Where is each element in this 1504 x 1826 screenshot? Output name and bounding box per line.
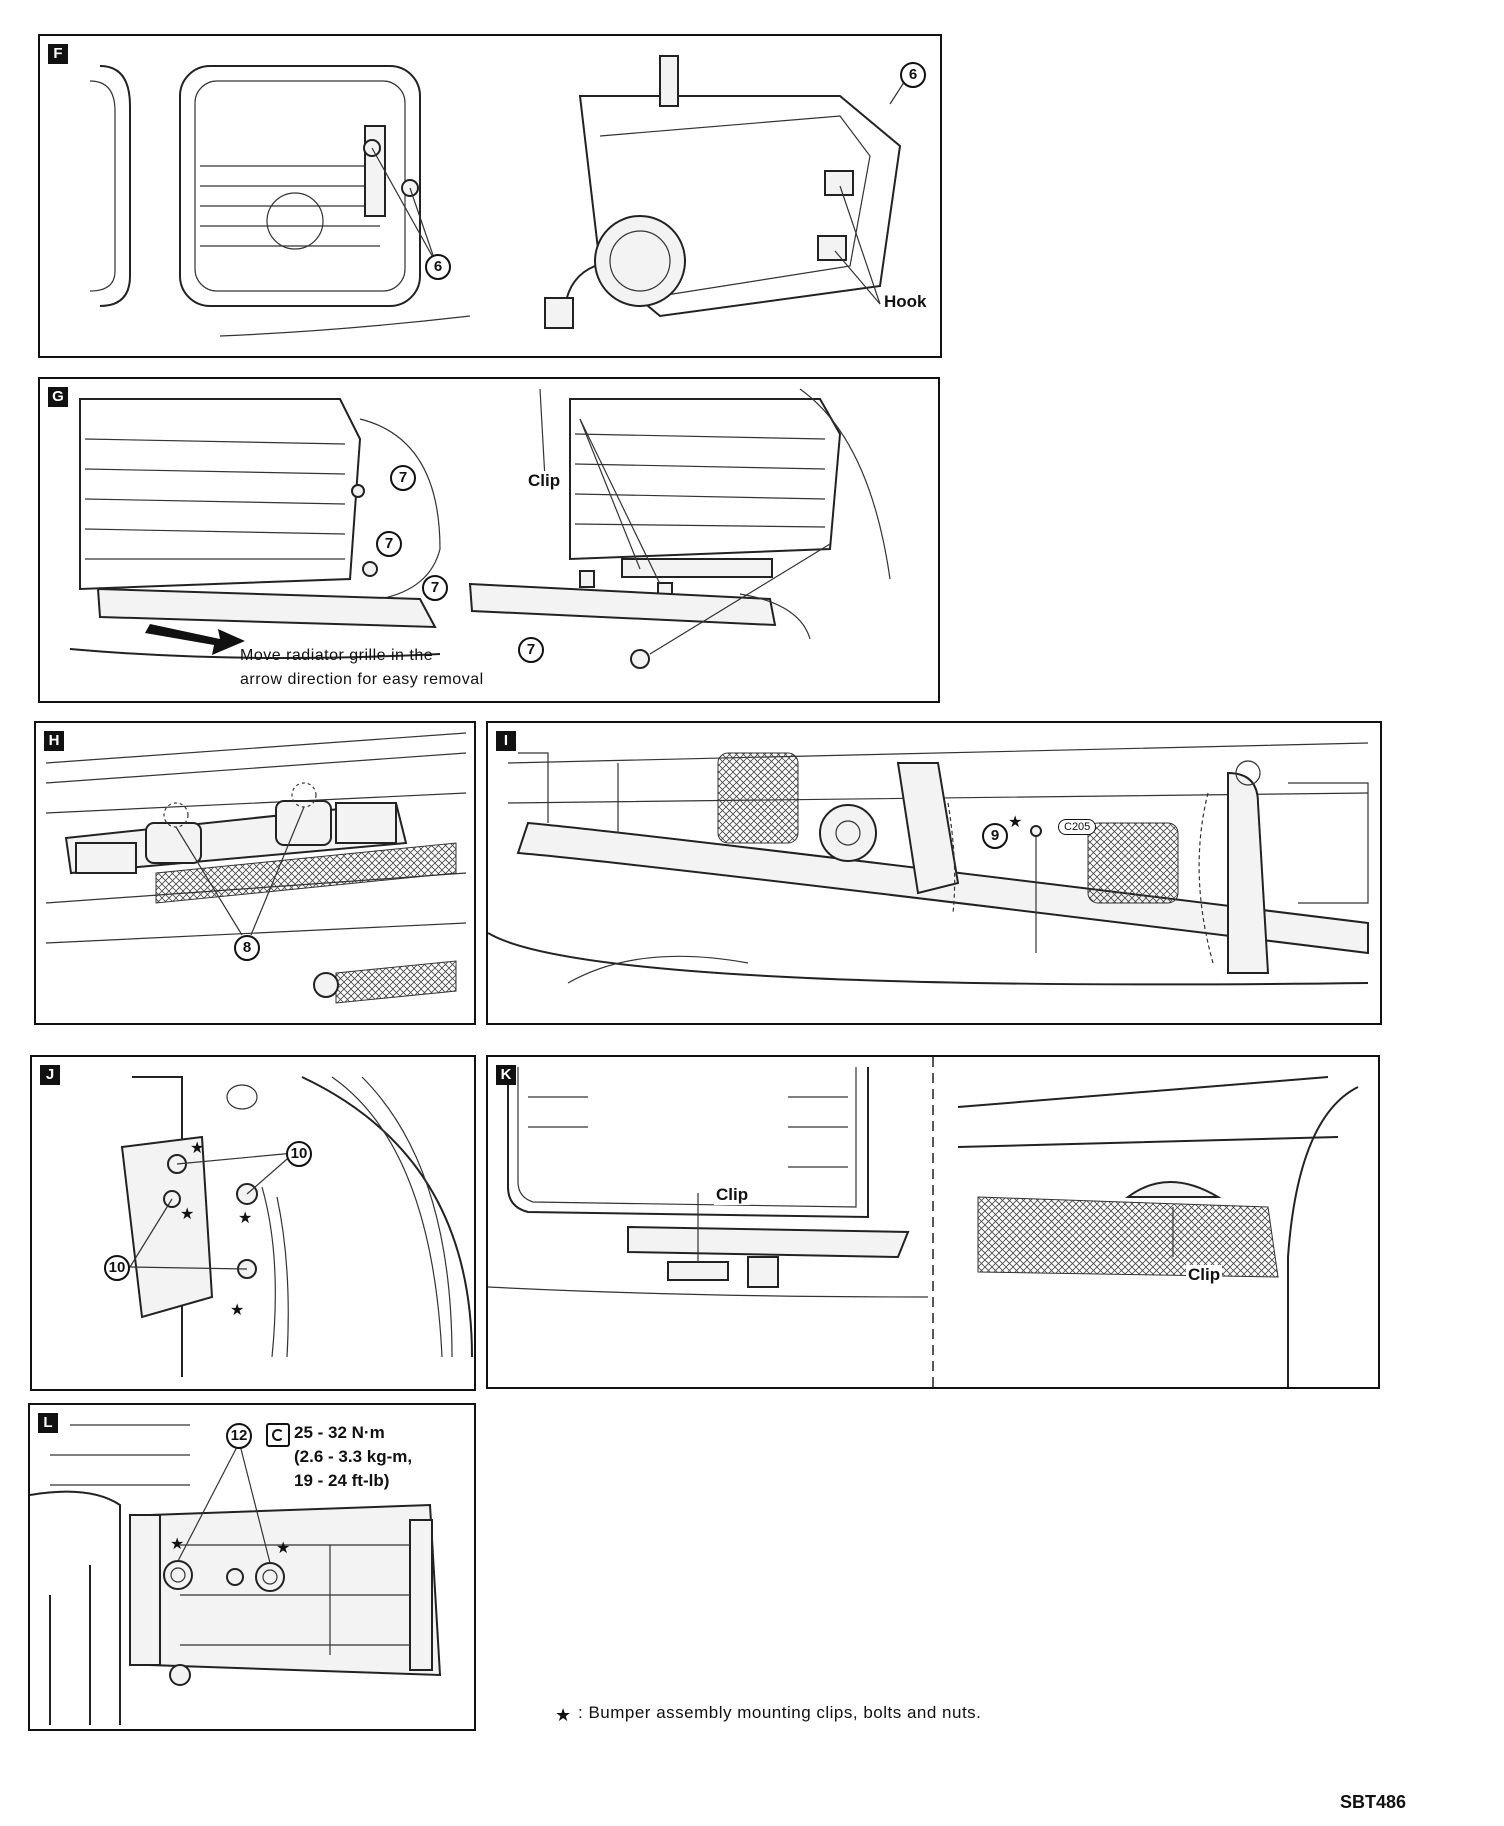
panel-f: F 6 6 Hook [38,34,942,358]
callout-6-lamp: 6 [900,62,926,88]
panel-i-letter: I [496,731,516,751]
grille-note-line2: arrow direction for easy removal [240,671,484,688]
panel-j-drawing [120,1076,473,1377]
clip-label-g: Clip [526,471,563,491]
star-bolt-2: ★ [180,1206,195,1223]
star-bolt-1: ★ [190,1140,205,1157]
panel-f-letter: F [48,44,68,64]
panel-g-drawing [69,388,891,669]
panel-g: G 7 7 7 7 Clip Move radiator grille in t… [38,377,940,703]
clip-star-marker: ★ [1008,814,1023,831]
panel-l: L 12 25 - 32 N·m (2.6 - 3.3 kg-m, 19 - 2… [28,1403,476,1731]
star-nut-left: ★ [170,1536,185,1553]
callout-8: 8 [234,935,260,961]
panel-l-letter: L [38,1413,58,1433]
hook-label: Hook [882,292,929,312]
callout-7-bolt-lower: 7 [376,531,402,557]
panel-g-letter: G [48,387,68,407]
legend-star: ★ [555,1705,572,1725]
callout-12: 12 [226,1423,252,1449]
grille-note-line1: Move radiator grille in the [240,647,434,664]
panel-h-drawing [45,732,467,1004]
star-nut-right: ★ [276,1540,291,1557]
figure-code: SBT486 [1340,1792,1407,1812]
callout-7-grille-right: 7 [518,637,544,663]
callout-10-upper: 10 [286,1141,312,1167]
torque-wrench-icon [266,1423,290,1447]
star-bolt-3: ★ [238,1210,253,1227]
star-bolt-4: ★ [230,1302,245,1319]
panel-j-letter: J [40,1065,60,1085]
clip-label-k-right: Clip [1186,1265,1223,1285]
callout-7-bolt-upper: 7 [390,465,416,491]
clip-label-k-left: Clip [714,1185,751,1205]
panel-h-letter: H [44,731,64,751]
torque-spec-ftlb: 19 - 24 ft-lb) [294,1471,390,1490]
torque-spec-kgm: (2.6 - 3.3 kg-m, [294,1447,413,1466]
panel-f-drawing [89,55,909,337]
legend-text: : Bumper assembly mounting clips, bolts … [578,1703,982,1722]
connector-code-badge: C205 [1058,819,1097,835]
callout-7-grille-left: 7 [422,575,448,601]
panel-l-drawing [30,1424,442,1725]
callout-9: 9 [982,823,1008,849]
panel-i-drawing [488,742,1369,986]
torque-spec-nm: 25 - 32 N·m [294,1423,385,1442]
panel-j: J 10 10 ★ ★ ★ ★ [30,1055,476,1391]
callout-10-lower: 10 [104,1255,130,1281]
panel-k: K Clip Clip [486,1055,1380,1389]
panel-i: I 9 ★ C205 [486,721,1382,1025]
panel-h: H 8 [34,721,476,1025]
callout-6-bolts: 6 [425,254,451,280]
panel-k-drawing [488,1057,1359,1387]
panel-k-letter: K [496,1065,516,1085]
